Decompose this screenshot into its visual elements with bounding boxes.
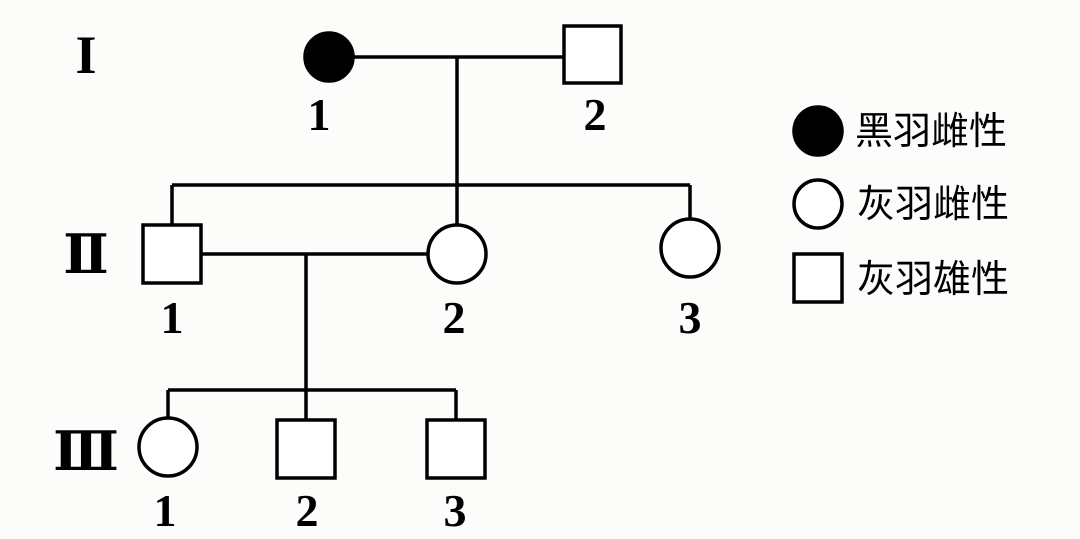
gen1-individual-1-filled-circle-icon: [303, 31, 355, 83]
gen3-individual-3-open-square-icon: [425, 418, 487, 480]
gen2-individual-3-open-circle-icon: [659, 217, 721, 279]
gen2-individual-2-open-circle-icon: [426, 223, 488, 285]
gen3-individual-1-number: 1: [154, 485, 177, 536]
gen2-individual-3-number: 3: [679, 292, 702, 343]
gen1-individual-2-open-square-icon: [562, 24, 623, 85]
legend-filled-circle-icon: [792, 105, 844, 157]
generation-label-2: Ⅱ: [63, 225, 109, 285]
gen3-individual-1-open-circle-icon: [137, 416, 199, 478]
generation-label-3: Ⅲ: [53, 422, 119, 482]
legend-label-3: 灰羽雄性: [857, 257, 1009, 301]
gen2-individual-1-open-square-icon: [141, 223, 203, 285]
gen2-individual-1-number: 1: [161, 292, 184, 343]
gen3-individual-3-number: 3: [444, 485, 467, 536]
pedigree-lines: [166, 55, 692, 420]
gen2-individual-2-number: 2: [443, 292, 466, 343]
legend-open-square-icon: [792, 252, 844, 304]
gen1-individual-1-number: 1: [308, 89, 331, 140]
legend-label-2: 灰羽雌性: [857, 182, 1009, 226]
gen1-individual-2-number: 2: [584, 89, 607, 140]
generation-label-1: I: [75, 25, 96, 85]
gen3-individual-2-open-square-icon: [275, 418, 337, 480]
gen3-individual-2-number: 2: [296, 485, 319, 536]
legend-open-circle-icon: [792, 178, 844, 230]
legend: 黑羽雌性 灰羽雌性 灰羽雄性: [792, 105, 1009, 304]
legend-label-1: 黑羽雌性: [855, 109, 1007, 153]
